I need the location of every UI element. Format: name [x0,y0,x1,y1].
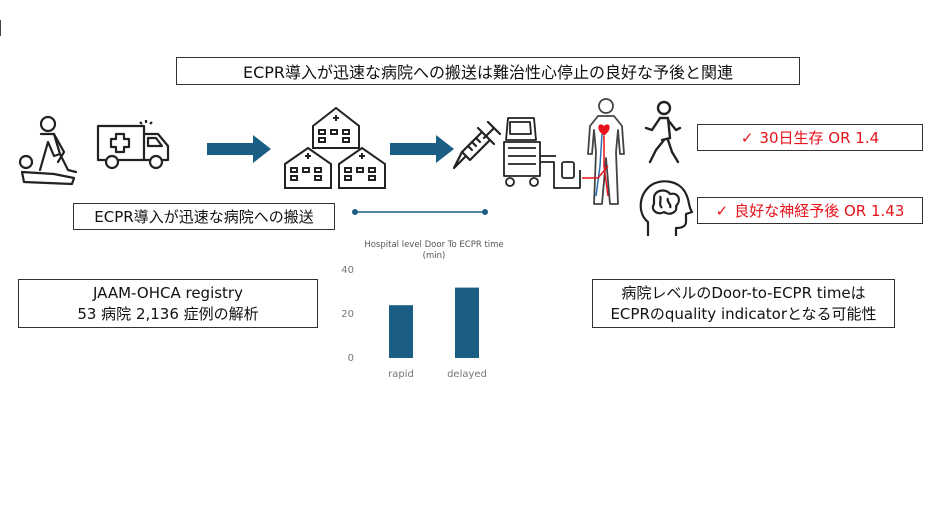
result-survival: ✓ 30日生存 OR 1.4 [697,124,923,151]
x-tick-label: rapid [388,369,414,380]
check-icon: ✓ [715,201,729,220]
quality-line1: 病院レベルのDoor-to-ECPR timeは [621,283,866,302]
body-circulation-icon [582,98,625,205]
check-icon: ✓ [740,128,754,147]
cpr-icon [18,115,78,186]
y-tick-label: 40 [341,265,354,276]
transfer-label-text: ECPR導入が迅速な病院への搬送 [94,208,314,226]
quality-line2: ECPRのquality indicatorとなる可能性 [610,304,877,323]
result-neuro-text: 良好な神経予後 OR 1.43 [734,202,905,220]
brain-head-icon [639,180,694,236]
ambulance-icon [96,120,170,170]
ecmo-machine-icon [503,117,581,189]
registry-line1: JAAM-OHCA registry [93,283,243,302]
door-to-ecpr-chart: 0 20 40 rapid delayed [341,265,487,380]
chart-title: Hospital level Door To ECPR time (min) [364,240,504,261]
syringe-icon [452,120,502,170]
arrow-right-icon [207,135,271,163]
arrow-right-icon [390,135,454,163]
bar-rapid [389,305,413,358]
registry-line2: 53 病院 2,136 症例の解析 [77,304,259,323]
registry-box: JAAM-OHCA registry 53 病院 2,136 症例の解析 [18,279,318,328]
x-tick-label: delayed [447,369,487,380]
transfer-label: ECPR導入が迅速な病院への搬送 [73,203,335,230]
walking-person-icon [644,100,682,164]
corner-mark [0,20,1,36]
result-survival-text: 30日生存 OR 1.4 [759,129,880,147]
result-neuro: ✓ 良好な神経予後 OR 1.43 [697,197,923,224]
connector-line [352,209,488,215]
hospitals-icon [284,106,386,189]
y-tick-label: 20 [341,309,354,320]
main-title-text: ECPR導入が迅速な病院への搬送は難治性心停止の良好な予後と関連 [242,63,734,82]
quality-indicator-box: 病院レベルのDoor-to-ECPR timeは ECPRのquality in… [592,279,895,328]
y-tick-label: 0 [348,353,354,364]
main-title: ECPR導入が迅速な病院への搬送は難治性心停止の良好な予後と関連 [176,57,800,85]
bar-delayed [455,287,479,358]
